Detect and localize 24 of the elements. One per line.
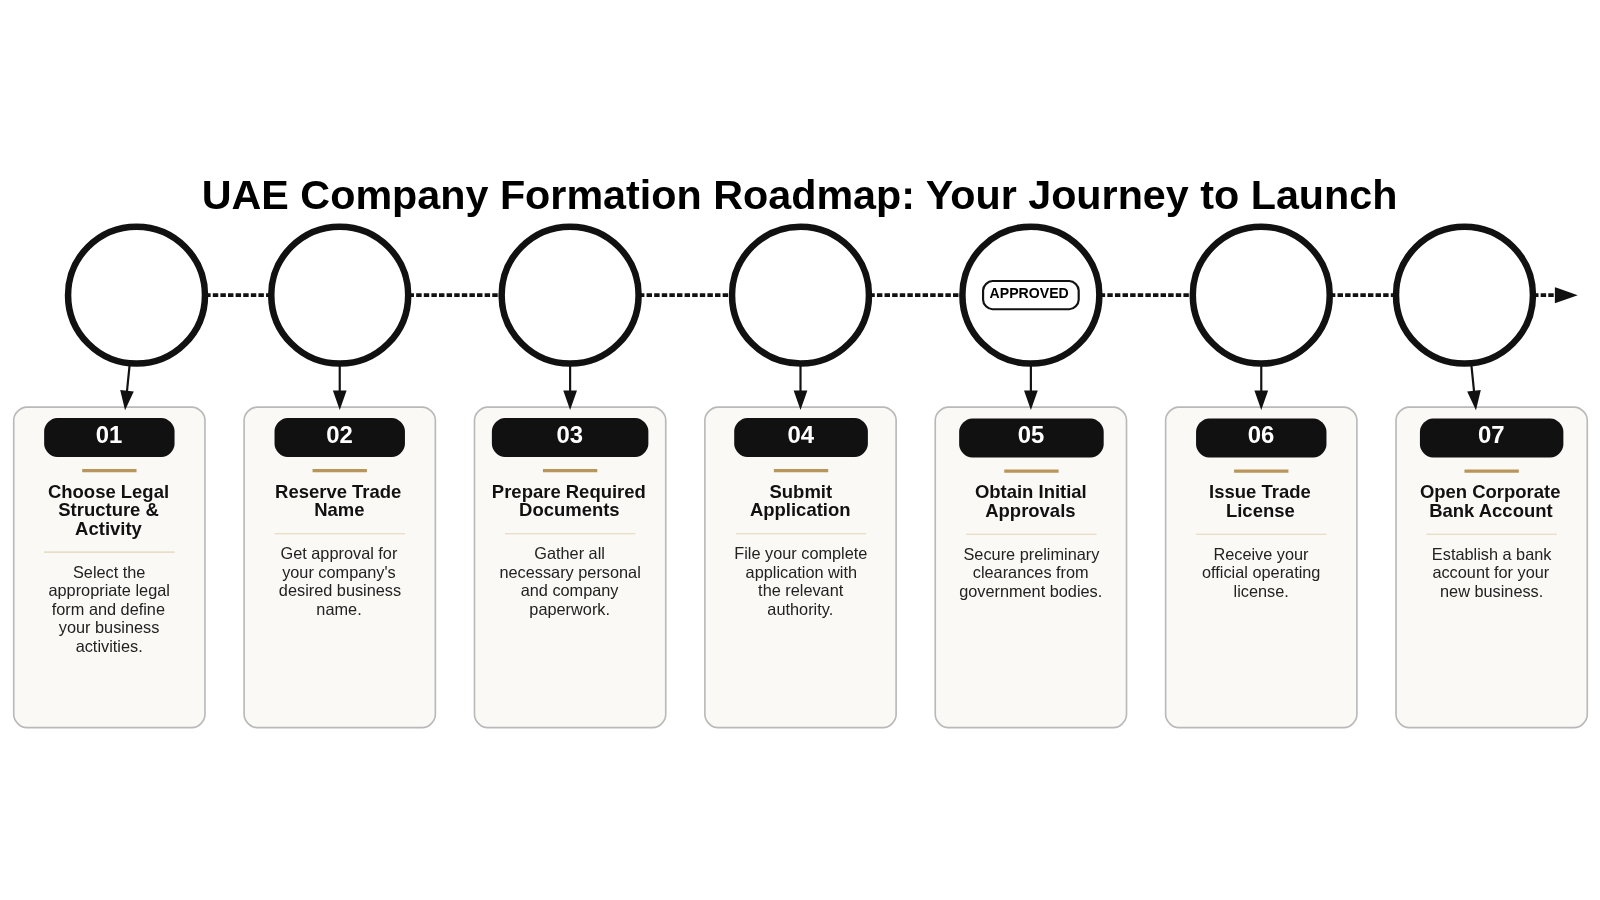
node-box: 03 Prepare Required Documents Gather all necessary personal and company paperwork.: [473, 406, 667, 729]
node-box: 05 Obtain Initial Approvals Secure preliminary clearances from government bodies.: [933, 406, 1127, 729]
arrow: [1253, 363, 1268, 411]
arrow: [562, 363, 577, 411]
node-circle: [728, 223, 872, 367]
node-box: 02 Reserve Trade Name Get approval for your company's desired business name.: [242, 406, 436, 729]
node-box: 01 Choose Legal Structure & Activity Select the appropriate legal form and define your business activities.: [12, 406, 206, 729]
arrow: [793, 363, 807, 411]
node-circle: [1189, 223, 1333, 367]
arrow: [1023, 363, 1038, 411]
node-box: 07 Open Corporate Bank Account Establish a bank account for your new business.: [1394, 406, 1588, 729]
arrow: [1466, 363, 1481, 411]
node-circle: [64, 223, 208, 367]
diagram-title: UAE Company Formation Roadmap: Your Journey to Launch: [201, 171, 1397, 218]
connector: [638, 293, 732, 298]
node-box: 06 Issue Trade License Receive your official operating license.: [1164, 406, 1358, 729]
connector: [1329, 293, 1396, 298]
node-circle: [1392, 223, 1536, 367]
node-circle: [267, 223, 411, 367]
arrow: [119, 363, 134, 411]
node-circle: APPROVED: [958, 223, 1103, 367]
node-circle: [497, 223, 642, 367]
arrow: [332, 363, 347, 411]
node-box: 04 Submit Application File your complete application with the relevant authority.: [703, 406, 897, 729]
